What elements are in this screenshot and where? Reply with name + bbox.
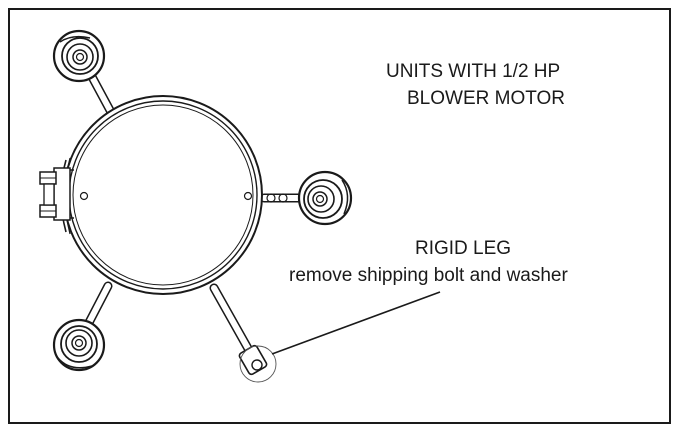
title-line-1: UNITS WITH 1/2 HP — [386, 61, 561, 82]
blower-housing — [63, 95, 263, 295]
mounting-hole-left — [79, 191, 89, 201]
band-clamp — [39, 157, 74, 235]
leveling-foot-lower-left — [52, 318, 106, 372]
leveling-foot-upper-left — [52, 29, 106, 83]
rigid-leg-callout-circle — [239, 345, 277, 383]
rigid-leg-note: remove shipping bolt and washer — [289, 265, 568, 286]
leveling-foot-right — [297, 170, 353, 226]
mounting-hole-right — [243, 191, 253, 201]
rigid-leg-leader-line — [271, 291, 441, 355]
title-line-2: BLOWER MOTOR — [407, 88, 565, 109]
rigid-leg-title: RIGID LEG — [415, 238, 512, 259]
diagram-frame — [8, 8, 671, 424]
rigid-leg — [209, 283, 268, 376]
